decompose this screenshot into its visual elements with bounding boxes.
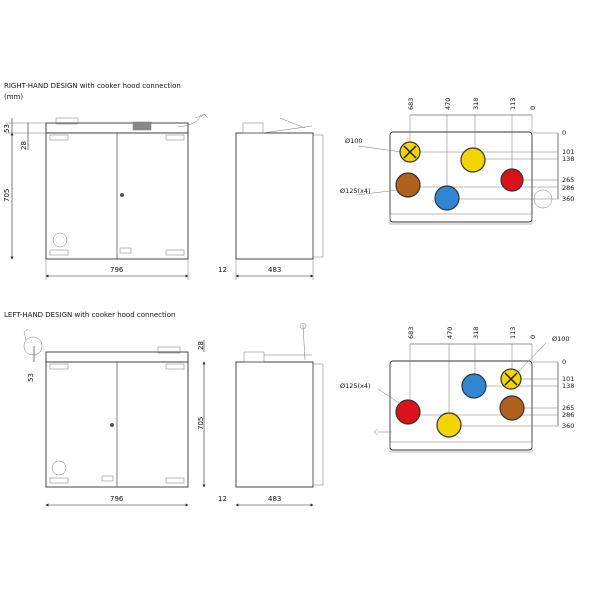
- port-yellow: [436, 412, 462, 438]
- y-dim: 360: [562, 195, 574, 203]
- x-dim: 318: [472, 327, 480, 339]
- front-dimensions: 796 705 53 28: [3, 118, 189, 280]
- x-dim: 0: [529, 335, 537, 339]
- y-dim: 265: [562, 404, 574, 412]
- x-dim: 470: [446, 327, 454, 339]
- right-hand-title: RIGHT-HAND DESIGN with cooker hood conne…: [4, 82, 181, 90]
- dim-28: 28: [197, 341, 205, 350]
- closed-cross-icon: [403, 145, 417, 159]
- port-brown: [499, 395, 525, 421]
- x-dim: 318: [472, 98, 480, 110]
- top-view: 683 470 318 113 0 0 101 138 265 286 360 …: [340, 327, 574, 453]
- closed-cross-icon: [504, 372, 518, 386]
- left-hand-title: LEFT-HAND DESIGN with cooker hood connec…: [4, 311, 175, 319]
- unit-label: (mm): [4, 93, 23, 101]
- x-dim: 0: [529, 106, 537, 110]
- y-dim: 360: [562, 422, 574, 430]
- port-blue: [461, 373, 487, 399]
- right-hand-section: RIGHT-HAND DESIGN with cooker hood conne…: [3, 82, 574, 280]
- diameter-100-label: Ø100: [552, 335, 570, 343]
- y-dim: 101: [562, 148, 574, 156]
- port-red: [500, 168, 524, 192]
- port-brown: [395, 172, 421, 198]
- y-dim: 286: [562, 411, 574, 419]
- side-view: 483 12: [218, 117, 324, 280]
- y-dim: 265: [562, 176, 574, 184]
- x-dim: 113: [509, 98, 517, 110]
- left-hand-section: LEFT-HAND DESIGN with cooker hood connec…: [4, 311, 574, 507]
- depth-label: 483: [268, 495, 281, 503]
- y-dim: 286: [562, 184, 574, 192]
- height-label: 705: [197, 417, 205, 430]
- y-dim: 0: [562, 358, 566, 366]
- x-dim: 470: [444, 98, 452, 110]
- height-label: 705: [3, 189, 11, 202]
- side-view: 483 12: [218, 322, 324, 507]
- y-dim: 138: [562, 155, 574, 163]
- dim-28: 28: [20, 141, 28, 150]
- depth-label: 483: [268, 266, 281, 274]
- front-view: 796 705 28 53: [23, 328, 206, 507]
- offset-label: 12: [218, 266, 227, 274]
- diameter-125-label: Ø125(x4): [340, 382, 371, 390]
- width-label: 796: [110, 266, 124, 274]
- width-label: 796: [110, 495, 124, 503]
- x-dim: 683: [407, 327, 415, 339]
- x-dim: 683: [407, 98, 415, 110]
- dim-53: 53: [3, 124, 11, 133]
- port-blue: [434, 185, 460, 211]
- diameter-125-label: Ø125(x4): [340, 187, 371, 195]
- offset-label: 12: [218, 495, 227, 503]
- dim-53: 53: [27, 373, 35, 382]
- front-view: [45, 113, 209, 260]
- y-dim: 101: [562, 375, 574, 383]
- port-yellow: [460, 147, 486, 173]
- y-dim: 138: [562, 382, 574, 390]
- x-dim: 113: [509, 327, 517, 339]
- diameter-100-label: Ø100: [345, 137, 363, 145]
- port-red: [395, 399, 421, 425]
- y-dim: 0: [562, 129, 566, 137]
- top-view: 683 470 318 113 0 0 101 138 265 286 360 …: [340, 98, 574, 225]
